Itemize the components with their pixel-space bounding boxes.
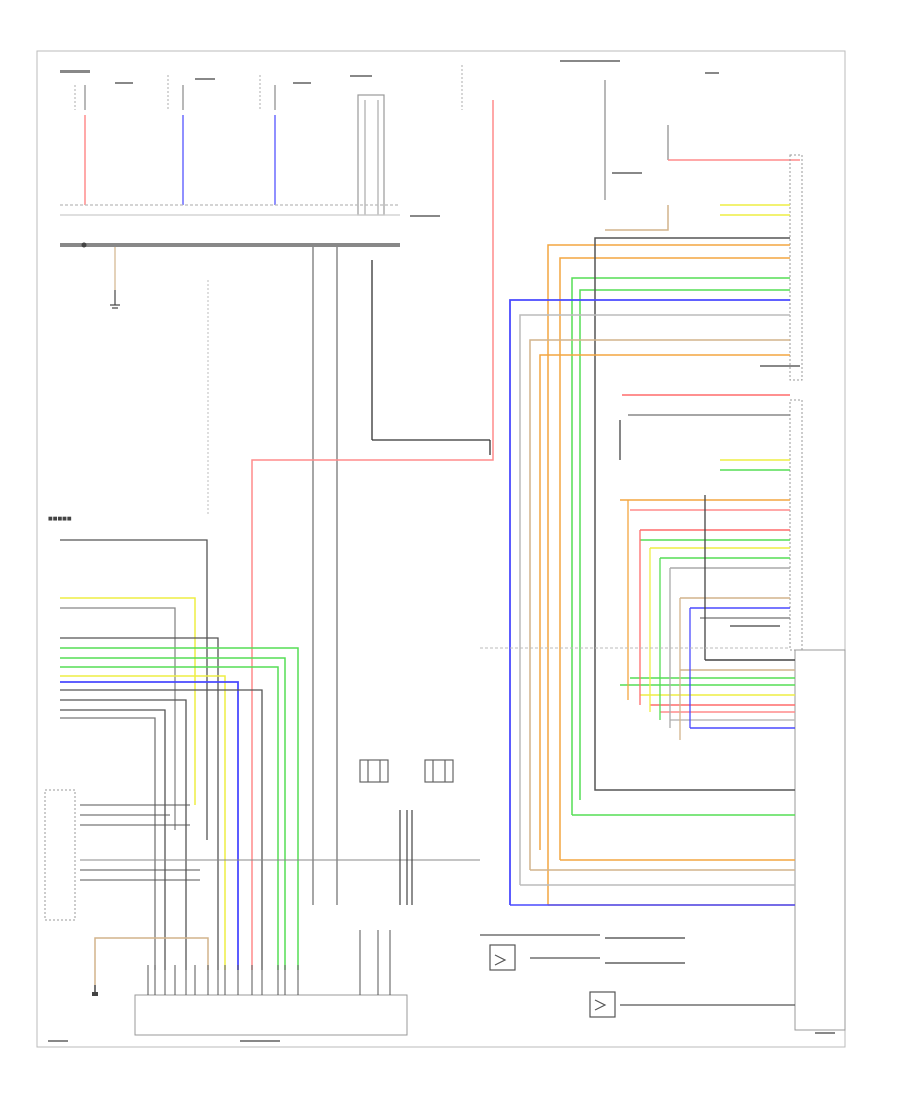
label-marks: [48, 60, 835, 1042]
antenna-right: [589, 991, 795, 1018]
speaker-wire-pair: [399, 810, 413, 905]
diagram-border: [36, 50, 846, 1048]
left-connector-block: ■■■■■: [48, 516, 299, 970]
central-display-unit: [789, 399, 803, 651]
top-left-power-section: [60, 75, 400, 216]
speaker-right-front: [424, 759, 454, 783]
red-power-wire: [251, 100, 494, 970]
rear-audio-unit: [789, 154, 803, 381]
ground-point-left: [110, 247, 120, 309]
right-fuse-section: [461, 65, 800, 200]
radio-amplifier: [134, 930, 408, 1036]
bus-bar: [60, 243, 400, 247]
speaker-left-front: [359, 759, 389, 783]
ground-connector-icon: [81, 242, 87, 248]
connector-label: ■■■■■: [48, 516, 72, 522]
right-harness: [509, 204, 795, 906]
ground-wire-bottom-left: [92, 937, 209, 996]
center-wires: [207, 247, 491, 905]
right-verticals: [619, 420, 706, 740]
right-main-module: [794, 649, 846, 1031]
data-link-connector: [44, 789, 480, 921]
antenna-left: [480, 934, 600, 971]
